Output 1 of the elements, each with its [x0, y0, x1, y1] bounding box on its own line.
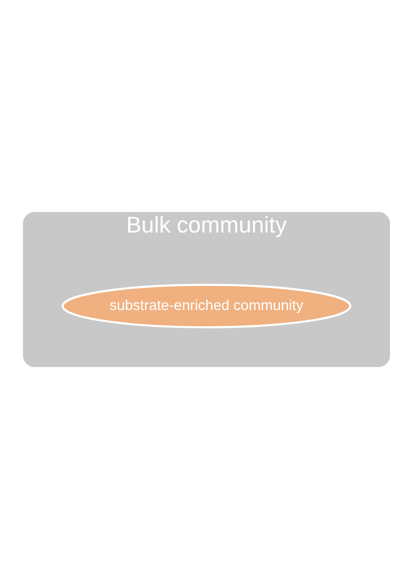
node-ellipse: substrate-enriched community: [62, 284, 352, 328]
